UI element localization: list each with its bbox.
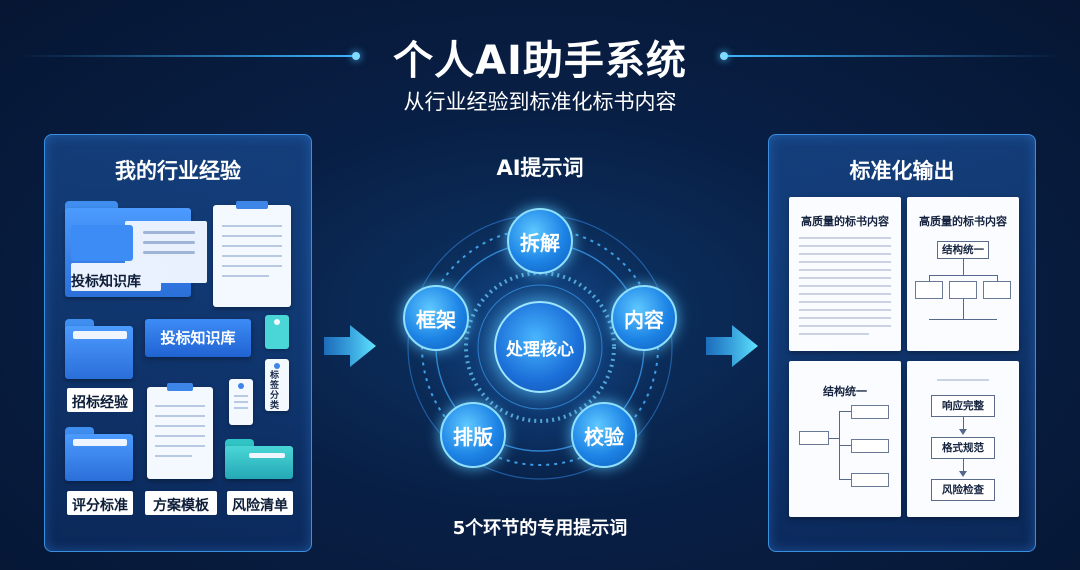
knowledge-base-folder-icon (65, 201, 207, 297)
bid-experience-label: 招标经验 (67, 388, 133, 412)
risk-list-folder-icon (225, 439, 293, 479)
tag-icon-small (229, 379, 253, 425)
category-tag-text: 标签分类 (270, 371, 280, 411)
step-node-layout: 排版 (440, 402, 506, 468)
bid-experience-folder-icon (65, 319, 133, 379)
category-tag-icon: 标签分类 (265, 359, 289, 411)
check-step-complete: 响应完整 (931, 395, 995, 417)
ai-prompt-title: AI提示词 (496, 156, 584, 180)
plan-template-doc-icon (147, 383, 213, 479)
output-doc-content-title: 高质量的标书内容 (801, 215, 889, 228)
step-node-verify: 校验 (571, 402, 637, 468)
output-panel: 标准化输出 高质量的标书内容 高质量的标书内容 结构统一 结构统一 (768, 134, 1036, 552)
plan-template-label: 方案模板 (145, 491, 217, 515)
page-subtitle: 从行业经验到标准化标书内容 (403, 90, 677, 114)
title-divider-left (20, 55, 355, 57)
step-node-framework: 框架 (403, 285, 469, 351)
step-node-decompose: 拆解 (507, 208, 573, 274)
title-divider-dot-right (720, 52, 728, 60)
document-clipboard-icon (213, 201, 291, 307)
experience-panel: 我的行业经验 投标知识库 招标经验 投标知识库 标签分类 (44, 134, 312, 552)
output-doc-structure-tree: 结构统一 (789, 361, 901, 517)
step-node-content: 内容 (611, 285, 677, 351)
check-step-format: 格式规范 (931, 437, 995, 459)
arrow-right-icon-left (324, 325, 376, 367)
processing-core: 处理核心 (494, 301, 586, 393)
knowledge-base-card: 投标知识库 (145, 319, 251, 357)
structure-flow-title: 结构统一 (937, 241, 989, 259)
risk-list-label: 风险清单 (227, 491, 293, 515)
check-step-risk: 风险检查 (931, 479, 995, 501)
scoring-criteria-label: 评分标准 (67, 491, 133, 515)
knowledge-base-folder-label: 投标知识库 (71, 274, 141, 290)
title-divider-dot-left (352, 52, 360, 60)
output-doc-structure-title: 高质量的标书内容 (919, 215, 1007, 228)
output-doc-tree-title: 结构统一 (823, 385, 867, 398)
output-doc-content: 高质量的标书内容 (789, 197, 901, 351)
page-title: 个人AI助手系统 (393, 38, 687, 84)
scoring-criteria-folder-icon (65, 427, 133, 481)
prompt-footer: 5个环节的专用提示词 (452, 518, 628, 539)
experience-panel-title: 我的行业经验 (115, 159, 241, 183)
tag-icon-teal (265, 315, 289, 349)
arrow-right-icon-right (706, 325, 758, 367)
title-divider-right (725, 55, 1060, 57)
output-panel-title: 标准化输出 (849, 159, 955, 183)
output-doc-structure-flow: 高质量的标书内容 结构统一 (907, 197, 1019, 351)
output-doc-checklist: 响应完整 格式规范 风险检查 (907, 361, 1019, 517)
